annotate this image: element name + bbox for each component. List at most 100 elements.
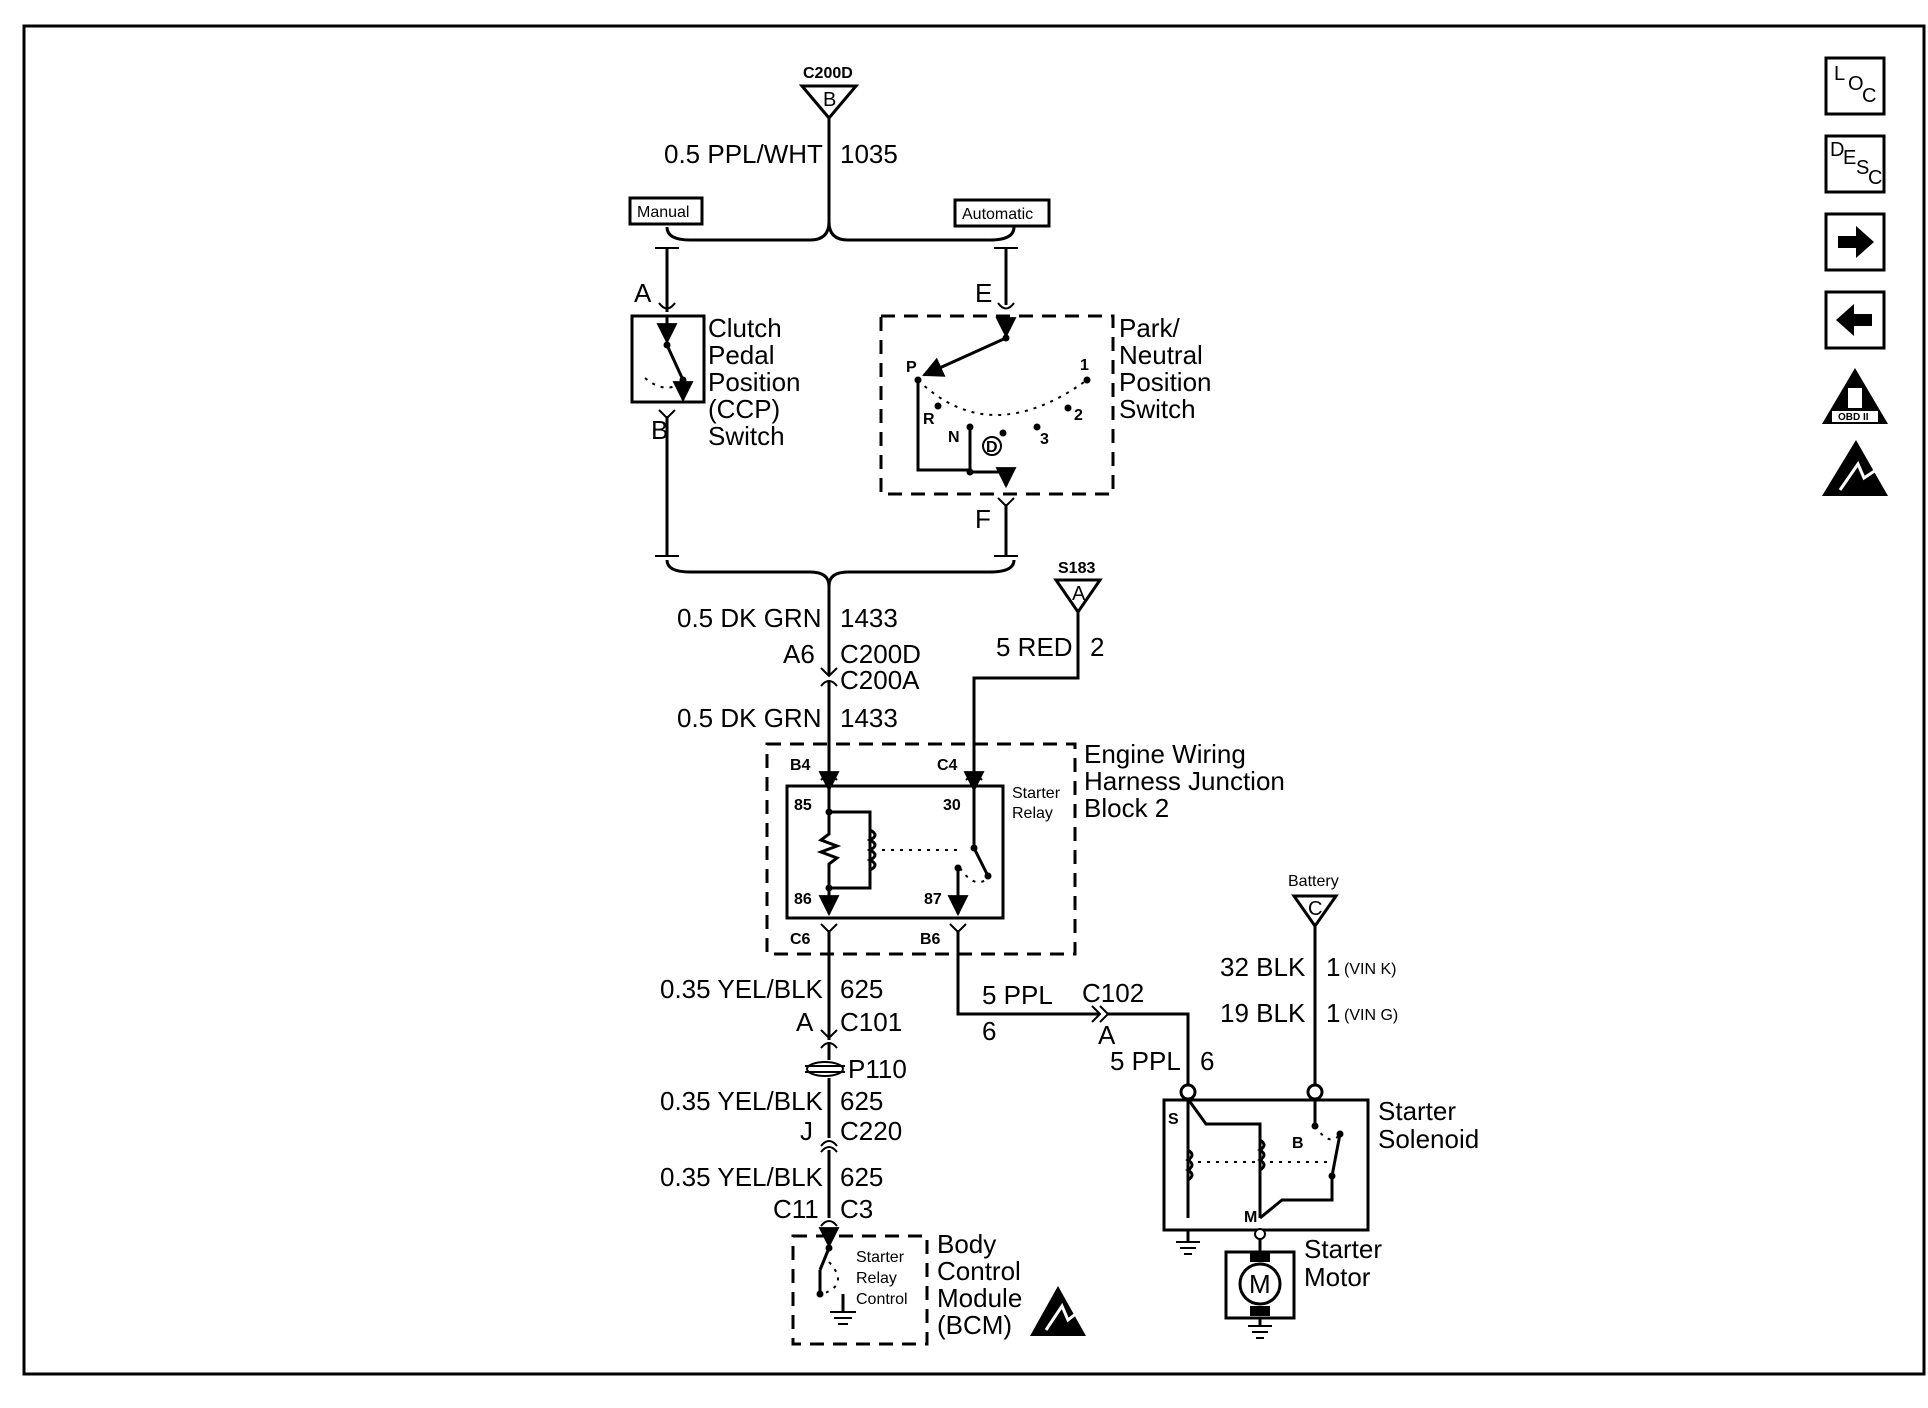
jb-pin-c6: C6 bbox=[790, 931, 811, 948]
svg-text:Starter: Starter bbox=[1304, 1234, 1382, 1264]
svg-text:Clutch: Clutch bbox=[708, 313, 782, 343]
relay-terminal-86: 86 bbox=[794, 891, 812, 908]
wire-1433-upper-spec: 0.5 DK GRN bbox=[677, 603, 822, 633]
svg-text:Position: Position bbox=[708, 367, 801, 397]
wire-red bbox=[972, 612, 1080, 772]
wire-ppl-upper-circuit: 6 bbox=[982, 1016, 996, 1046]
inline-c200-connector-2: C200A bbox=[840, 665, 920, 695]
obd-label: OBD II bbox=[1838, 412, 1869, 423]
starter-solenoid: S B M bbox=[1162, 1083, 1370, 1255]
p110-symbol bbox=[805, 1061, 845, 1077]
c220-pin: J bbox=[800, 1116, 813, 1146]
supply-connector-c200d: C200D B bbox=[798, 65, 860, 121]
desc-letter-4: C bbox=[1868, 167, 1882, 189]
inline-c200-connector-1: C200D bbox=[840, 639, 921, 669]
svg-text:(CCP): (CCP) bbox=[708, 394, 780, 424]
svg-text:(BCM): (BCM) bbox=[937, 1310, 1012, 1340]
svg-text:Park/: Park/ bbox=[1119, 313, 1180, 343]
desc-letter-3: S bbox=[1856, 157, 1869, 179]
location-nav-button[interactable]: L O C bbox=[1824, 56, 1886, 116]
c3-pin: C11 bbox=[773, 1194, 819, 1224]
battery-pin: C bbox=[1308, 898, 1322, 920]
bcm-control-line-3: Control bbox=[856, 1291, 908, 1308]
pnp-position-3: 3 bbox=[1040, 431, 1049, 448]
manual-option-label: Manual bbox=[637, 204, 689, 221]
wire-ppl-upper-spec: 5 PPL bbox=[982, 980, 1053, 1010]
svg-text:Body: Body bbox=[937, 1229, 996, 1259]
svg-text:Solenoid: Solenoid bbox=[1378, 1124, 1479, 1154]
pnp-position-n: N bbox=[948, 429, 960, 446]
obd-ii-button[interactable]: OBD II bbox=[1822, 368, 1888, 424]
desc-letter-2: E bbox=[1843, 147, 1856, 169]
battery-connector: Battery C bbox=[1288, 873, 1339, 929]
ccp-pin-a: A bbox=[634, 278, 652, 308]
pnp-position-r: R bbox=[923, 411, 935, 428]
manual-option-box: Manual bbox=[628, 196, 704, 226]
wire-1433-upper-circuit: 1433 bbox=[840, 603, 898, 633]
jb-pin-b4: B4 bbox=[790, 757, 811, 774]
automatic-option-label: Automatic bbox=[962, 206, 1033, 223]
bcm-control-line-1: Starter bbox=[856, 1249, 905, 1266]
wire-ppl-lower-spec: 5 PPL bbox=[1110, 1046, 1181, 1076]
page-border bbox=[22, 24, 1926, 1376]
wire-red-circuit: 2 bbox=[1090, 632, 1104, 662]
next-page-button[interactable] bbox=[1824, 212, 1886, 272]
c102-pin: A bbox=[1098, 1020, 1116, 1050]
option-bracket-bottom bbox=[665, 559, 1016, 587]
automatic-option-box: Automatic bbox=[953, 198, 1051, 228]
bcm-module: Starter Relay Control bbox=[791, 1227, 929, 1346]
starter-relay: 85 86 30 87 Starter Relay bbox=[785, 771, 1061, 920]
svg-text:Position: Position bbox=[1119, 367, 1212, 397]
battery-name: Battery bbox=[1288, 873, 1339, 890]
junction-block: B4 C4 C6 B6 85 86 30 87 Starter bbox=[765, 742, 1077, 956]
ccp-switch bbox=[630, 314, 706, 404]
solenoid-terminal-s: S bbox=[1168, 1111, 1179, 1128]
splice-name: S183 bbox=[1058, 560, 1095, 577]
svg-text:Module: Module bbox=[937, 1283, 1022, 1313]
svg-text:Starter: Starter bbox=[1378, 1096, 1456, 1126]
supply-connector-pin: B bbox=[823, 89, 836, 111]
wire-red-spec: 5 RED bbox=[996, 632, 1073, 662]
relay-terminal-85: 85 bbox=[794, 797, 812, 814]
arrow-left-icon bbox=[1836, 304, 1872, 336]
relay-name-line-2: Relay bbox=[1012, 805, 1053, 822]
inline-c200-pin: A6 bbox=[783, 639, 815, 669]
wire-1035-circuit: 1035 bbox=[840, 139, 898, 169]
wire-1433-lower-circuit: 1433 bbox=[840, 703, 898, 733]
splice-pin: A bbox=[1072, 583, 1086, 605]
svg-text:Motor: Motor bbox=[1304, 1262, 1371, 1292]
battery-wire-2-circuit: 1 bbox=[1326, 998, 1340, 1028]
bcm-name: Body Control Module (BCM) bbox=[937, 1229, 1022, 1340]
battery-wire-1-spec: 32 BLK bbox=[1220, 952, 1306, 982]
c3-connector: C3 bbox=[840, 1194, 873, 1224]
svg-text:Pedal: Pedal bbox=[708, 340, 775, 370]
c102-name: C102 bbox=[1082, 978, 1144, 1008]
svg-text:Neutral: Neutral bbox=[1119, 340, 1203, 370]
solenoid-terminal-m: M bbox=[1244, 1209, 1257, 1226]
c101-pin: A bbox=[796, 1007, 814, 1037]
battery-wire-1-circuit: 1 bbox=[1326, 952, 1340, 982]
svg-text:Switch: Switch bbox=[1119, 394, 1196, 424]
pnp-position-p: P bbox=[906, 359, 917, 376]
svg-text:Control: Control bbox=[937, 1256, 1021, 1286]
esd-nav-button[interactable] bbox=[1822, 440, 1888, 496]
jb-pin-c4: C4 bbox=[937, 757, 958, 774]
wire-ppl bbox=[956, 930, 1100, 1016]
description-nav-button[interactable]: D E S C bbox=[1824, 134, 1886, 194]
loc-letter-1: L bbox=[1834, 63, 1845, 85]
relay-terminal-30: 30 bbox=[943, 797, 961, 814]
loc-letter-3: C bbox=[1862, 85, 1876, 107]
ccp-pin-b: B bbox=[651, 415, 668, 445]
splice-s183: S183 A bbox=[1053, 560, 1103, 615]
wire-625-c-spec: 0.35 YEL/BLK bbox=[660, 1162, 824, 1192]
wire-625-b-spec: 0.35 YEL/BLK bbox=[660, 1086, 824, 1116]
solenoid-name: Starter Solenoid bbox=[1378, 1096, 1479, 1154]
solenoid-terminal-b: B bbox=[1292, 1135, 1304, 1152]
previous-page-button[interactable] bbox=[1824, 290, 1886, 350]
svg-text:Block 2: Block 2 bbox=[1084, 793, 1169, 823]
battery-wire-2-note: (VIN G) bbox=[1344, 1007, 1398, 1024]
pnp-position-d: D bbox=[986, 439, 998, 456]
wire-1035-spec: 0.5 PPL/WHT bbox=[664, 139, 823, 169]
jb-pin-b6: B6 bbox=[920, 931, 941, 948]
desc-letter-1: D bbox=[1830, 139, 1844, 161]
